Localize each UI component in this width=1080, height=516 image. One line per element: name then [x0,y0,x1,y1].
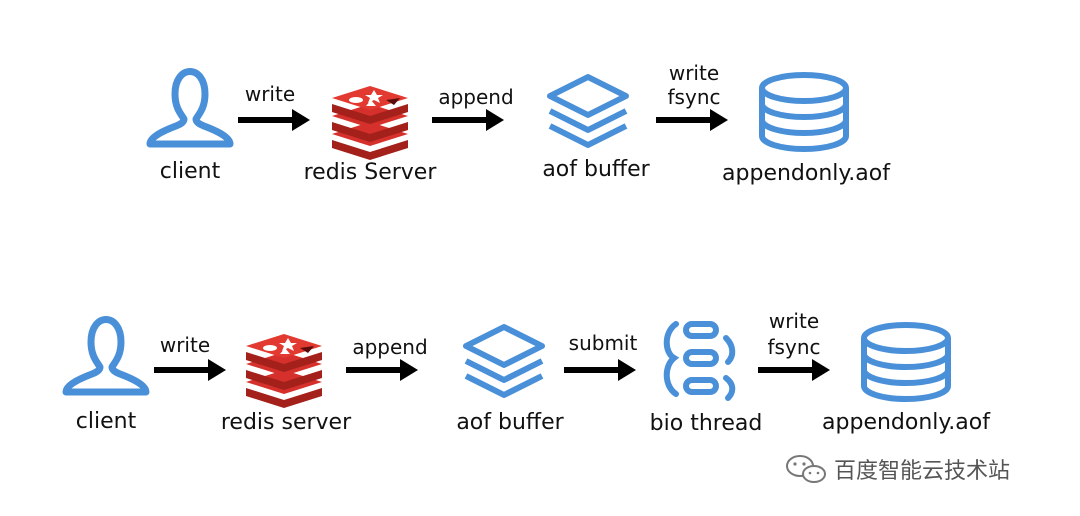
wechat-icon [786,455,826,483]
arrow-right-icon [656,109,728,131]
row2-server-node: redis server [221,334,352,435]
database-cylinder-icon [864,325,948,399]
row2-server-label: redis server [221,410,352,435]
row2-arrow2-label: append [352,335,427,359]
arrow-right-icon [238,109,310,131]
database-cylinder-icon [762,75,846,149]
row2-arrow3: submit [564,331,637,381]
row1-buffer-label: aof buffer [542,157,650,182]
row1-client-node: client [150,72,230,184]
watermark-text: 百度智能云技术站 [834,459,1010,484]
row2-arrow3-label: submit [569,331,638,355]
row1-client-label: client [160,159,221,184]
row2-thread-node: bio thread [650,324,763,436]
arrow-right-icon [346,359,418,381]
row1-arrow2: append [432,85,514,131]
row1-arrow3-label-line2: fsync [668,85,721,109]
row1-arrow1-label: write [245,82,295,106]
arrow-right-icon [758,359,830,381]
row1-file-label: appendonly.aof [722,161,891,186]
arrow-right-icon [432,109,504,131]
row1-arrow3: write fsync [656,61,728,131]
row2: client write redis server append aof buf… [66,309,991,436]
watermark: 百度智能云技术站 [786,455,1010,484]
layers-stack-icon [550,77,626,145]
redis-logo-icon [332,86,408,160]
row2-thread-label: bio thread [650,411,763,436]
row1-file-node: appendonly.aof [722,75,891,186]
row2-arrow1: write [154,333,226,381]
layers-stack-icon [466,327,542,395]
row1-server-node: redis Server [304,86,438,185]
row2-file-node: appendonly.aof [822,325,991,435]
row2-file-label: appendonly.aof [822,410,991,435]
row2-arrow2: append [346,335,428,381]
row1-buffer-node: aof buffer [542,77,651,182]
row1-arrow3-label-line1: write [669,61,719,85]
redis-logo-icon [246,334,322,408]
row2-arrow4-label-line1: write [769,309,819,333]
arrow-right-icon [154,359,226,381]
row2-arrow4: write fsync [758,309,830,381]
row2-buffer-label: aof buffer [456,410,564,435]
arrow-right-icon [564,359,636,381]
row2-client-label: client [76,409,137,434]
user-icon [66,320,146,393]
row2-arrow1-label: write [160,333,210,357]
row1-server-label: redis Server [304,160,438,185]
row2-client-node: client [66,320,146,434]
row1-arrow2-label: append [438,85,513,109]
row1: client write redis Server append aof buf… [150,61,891,186]
row1-arrow1: write [238,82,310,131]
bio-thread-icon [667,324,733,398]
row2-arrow4-label-line2: fsync [768,335,821,359]
user-icon [150,72,230,145]
row2-buffer-node: aof buffer [456,327,565,435]
